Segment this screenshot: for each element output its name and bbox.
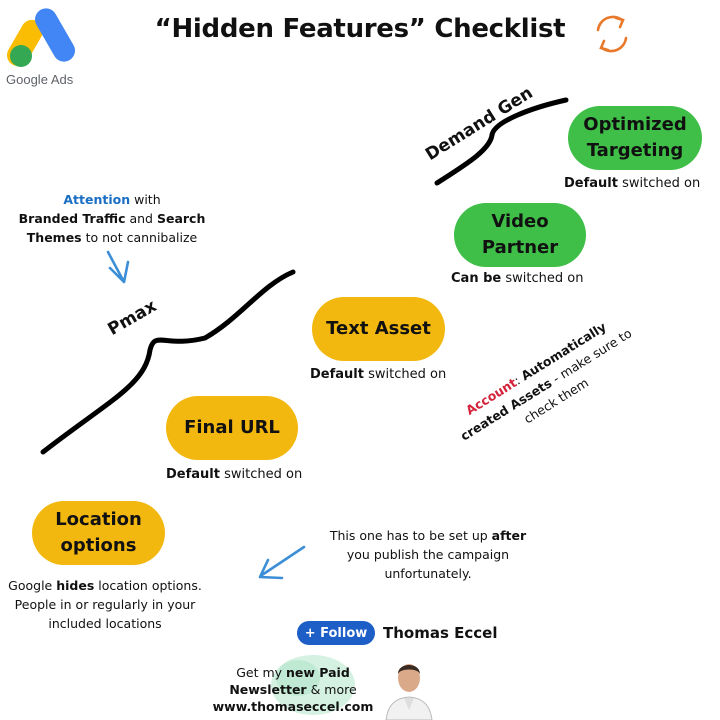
video-partner-line1: Video xyxy=(491,210,549,232)
page-title: “Hidden Features” Checklist xyxy=(154,14,566,44)
text-asset-pill: Text Asset xyxy=(312,297,445,361)
refresh-cycle-icon xyxy=(596,15,628,53)
location-options-line2: options xyxy=(60,535,137,556)
follow-button[interactable]: + Follow xyxy=(297,621,375,645)
website-link[interactable]: www.thomaseccel.com xyxy=(212,699,374,714)
newsletter-green-splash xyxy=(271,655,355,715)
author-photo xyxy=(385,664,433,720)
location-options-line1: Location xyxy=(55,508,142,530)
author-name: Thomas Eccel xyxy=(383,624,498,642)
demand-gen-curve xyxy=(434,97,569,186)
after-publish-arrow-icon xyxy=(258,545,306,580)
attention-arrow-icon xyxy=(106,250,130,284)
optimized-targeting-caption: Default switched on xyxy=(564,176,701,191)
final-url-caption: Default switched on xyxy=(166,467,303,482)
location-options-pill: Location options xyxy=(32,501,165,565)
final-url-pill: Final URL xyxy=(166,396,298,460)
video-partner-caption: Can be switched on xyxy=(451,271,584,286)
optimized-targeting-line1: Optimized xyxy=(583,113,687,135)
after-publish-note: This one has to be set up after you publ… xyxy=(329,528,527,581)
google-ads-logo-text: Google Ads xyxy=(6,72,74,87)
pmax-curve xyxy=(40,269,296,455)
text-asset-caption: Default switched on xyxy=(310,367,447,382)
location-hides-note: Google hides location options. People in… xyxy=(8,578,202,631)
optimized-targeting-line2: Targeting xyxy=(586,140,684,161)
video-partner-line2: Partner xyxy=(481,237,559,258)
google-ads-logo-icon xyxy=(7,8,75,67)
newsletter-promo: Get my new Paid Newsletter & more www.th… xyxy=(212,665,374,714)
attention-note: Attention with Branded Traffic and Searc… xyxy=(18,192,206,245)
